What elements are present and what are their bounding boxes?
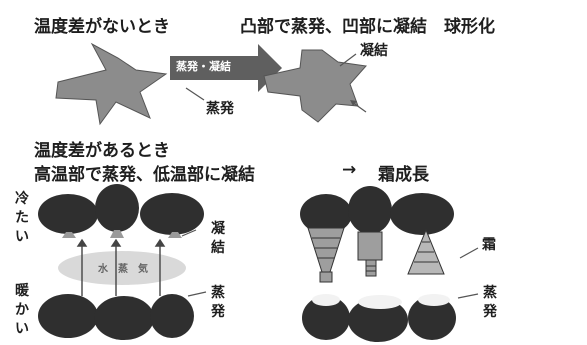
vapor-label: 水蒸気 <box>98 264 158 275</box>
process-arrow <box>170 44 282 92</box>
vapor-ellipse <box>58 251 186 285</box>
title-with-temp-diff: 温度差があるとき <box>34 141 170 161</box>
frost-label: 霜 <box>482 237 496 253</box>
title-no-temp-diff: 温度差がないとき <box>34 17 170 37</box>
warm-label: 暖かい <box>15 283 29 337</box>
frost-pointer <box>459 247 479 259</box>
condense-pointer-left <box>181 229 197 237</box>
frost-crystal-2 <box>357 231 383 277</box>
evap-pointer-line <box>185 87 205 101</box>
frost-bottom-cap-2 <box>358 295 402 309</box>
frost-crystal-3 <box>407 228 445 275</box>
cold-label: 冷たい <box>15 191 29 245</box>
frost-top-sphere-1 <box>300 194 352 234</box>
frost-bump-2 <box>110 230 124 238</box>
evap-pointer-left <box>187 291 207 297</box>
crystal-shape-right <box>263 49 367 123</box>
small-arrow-head <box>350 100 357 106</box>
title-convex-evap-concave-condense: 凸部で蒸発、凹部に凝結 球形化 <box>240 17 495 37</box>
frost-top-sphere-3 <box>390 193 454 235</box>
cold-sphere-3 <box>140 193 204 235</box>
result-frost-growth: 霜成長 <box>378 165 429 185</box>
frost-bottom-cap-1 <box>312 294 340 306</box>
title-high-evap-low-condense: 高温部で蒸発、低温部に凝結 <box>34 165 255 185</box>
frost-bump-3 <box>168 232 182 238</box>
crystal-shape-left <box>55 42 168 126</box>
frost-bottom-sphere-3 <box>408 296 456 340</box>
warm-sphere-3 <box>150 294 194 338</box>
cold-sphere-2 <box>95 184 139 232</box>
condense-pointer-line <box>339 53 357 67</box>
condensation-label: 凝結 <box>360 43 388 59</box>
frost-bottom-cap-3 <box>418 294 450 306</box>
vapor-up-arrows <box>76 238 166 296</box>
evap-label-right: 蒸発 <box>483 285 497 320</box>
evap-label-left: 蒸発 <box>211 285 225 320</box>
warm-sphere-2 <box>94 296 154 340</box>
frost-bump-1 <box>62 232 76 238</box>
frost-top-sphere-2 <box>348 186 392 234</box>
evap-pointer-right <box>457 293 479 299</box>
frost-bottom-sphere-1 <box>302 296 350 340</box>
cold-sphere-1 <box>38 194 98 234</box>
condense-label-left: 凝結 <box>211 221 225 256</box>
result-arrow: → <box>342 160 357 180</box>
frost-crystal-1 <box>307 227 345 283</box>
warm-sphere-1 <box>38 294 98 338</box>
process-arrow-label: 蒸発・凝結 <box>176 60 231 73</box>
frost-bottom-sphere-2 <box>348 298 408 342</box>
evaporation-label: 蒸発 <box>206 101 234 117</box>
